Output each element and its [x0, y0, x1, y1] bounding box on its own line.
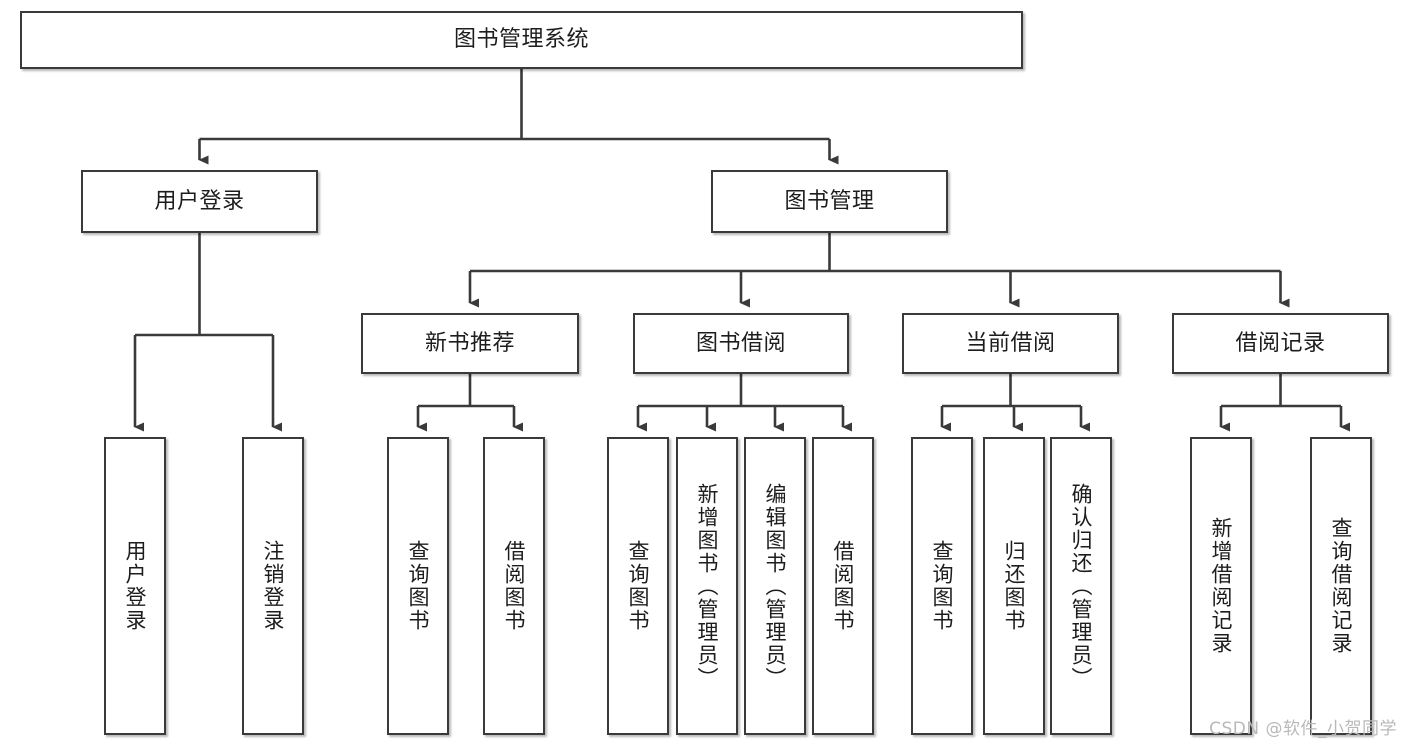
node-label-book-manage: 图书管理 [784, 188, 875, 214]
node-label-leaf-cb-return: 归还图书 [1002, 540, 1027, 632]
node-leaf-cb-confirm[interactable]: 确认归还（管理员） [1050, 437, 1112, 735]
node-label-leaf-bb-edit: 编辑图书（管理员） [763, 482, 788, 690]
node-label-leaf-bb-add: 新增图书（管理员） [695, 482, 720, 690]
node-label-new-book-rec: 新书推荐 [424, 330, 515, 356]
node-label-current-borrow: 当前借阅 [965, 330, 1056, 356]
node-leaf-rec-query[interactable]: 查询图书 [387, 437, 449, 735]
node-leaf-user-logout[interactable]: 注销登录 [242, 437, 304, 735]
node-label-book-borrow: 图书借阅 [695, 330, 786, 356]
node-new-book-rec[interactable]: 新书推荐 [361, 313, 579, 374]
node-leaf-br-add[interactable]: 新增借阅记录 [1190, 437, 1252, 735]
node-borrow-record[interactable]: 借阅记录 [1172, 313, 1389, 374]
node-leaf-bb-borrow[interactable]: 借阅图书 [812, 437, 874, 735]
node-label-user-login: 用户登录 [154, 188, 245, 214]
node-leaf-bb-query[interactable]: 查询图书 [607, 437, 669, 735]
node-current-borrow[interactable]: 当前借阅 [902, 313, 1119, 374]
node-user-login[interactable]: 用户登录 [81, 170, 318, 233]
node-leaf-br-query[interactable]: 查询借阅记录 [1310, 437, 1372, 735]
node-leaf-bb-edit[interactable]: 编辑图书（管理员） [744, 437, 806, 735]
node-label-borrow-record: 借阅记录 [1235, 330, 1326, 356]
node-leaf-cb-query[interactable]: 查询图书 [911, 437, 973, 735]
node-label-leaf-user-login: 用户登录 [123, 540, 148, 632]
node-leaf-cb-return[interactable]: 归还图书 [983, 437, 1045, 735]
node-leaf-rec-borrow[interactable]: 借阅图书 [483, 437, 545, 735]
node-book-manage[interactable]: 图书管理 [711, 170, 948, 233]
node-label-leaf-bb-borrow: 借阅图书 [831, 540, 856, 632]
node-label-leaf-cb-query: 查询图书 [930, 540, 955, 632]
node-label-leaf-br-add: 新增借阅记录 [1209, 517, 1234, 655]
node-label-leaf-rec-borrow: 借阅图书 [502, 540, 527, 632]
node-label-leaf-user-logout: 注销登录 [261, 540, 286, 632]
node-label-leaf-bb-query: 查询图书 [626, 540, 651, 632]
node-label-leaf-br-query: 查询借阅记录 [1329, 517, 1354, 655]
node-label-leaf-cb-confirm: 确认归还（管理员） [1069, 482, 1094, 690]
node-label-leaf-rec-query: 查询图书 [406, 540, 431, 632]
node-root[interactable]: 图书管理系统 [20, 11, 1023, 69]
node-leaf-bb-add[interactable]: 新增图书（管理员） [676, 437, 738, 735]
node-book-borrow[interactable]: 图书借阅 [633, 313, 849, 374]
watermark-text: CSDN @软件_小贺同学 [1209, 719, 1397, 739]
node-leaf-user-login[interactable]: 用户登录 [104, 437, 166, 735]
node-label-root: 图书管理系统 [453, 27, 589, 53]
